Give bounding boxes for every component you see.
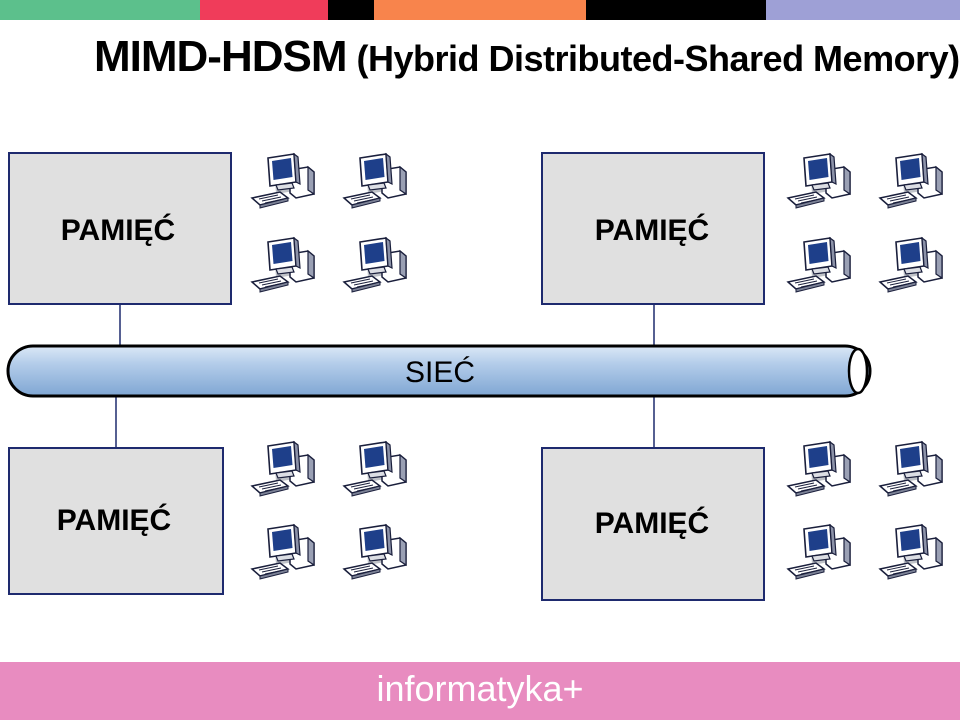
top-color-bar bbox=[0, 0, 960, 20]
slide-title: MIMD-HDSM(Hybrid Distributed-Shared Memo… bbox=[94, 32, 960, 82]
computer-icon bbox=[879, 153, 943, 209]
memory-box bbox=[8, 152, 232, 305]
title-main: MIMD-HDSM bbox=[94, 32, 348, 81]
computer-icon bbox=[251, 237, 315, 293]
memory-node-bottom-left: PAMIĘĆ bbox=[8, 447, 224, 595]
color-stripe-green bbox=[0, 0, 200, 20]
network-label: SIEĆ bbox=[405, 356, 475, 389]
computer-icon bbox=[343, 524, 407, 580]
color-stripe-black bbox=[328, 0, 374, 20]
memory-box bbox=[8, 447, 224, 595]
computer-icon bbox=[343, 153, 407, 209]
computer-icon bbox=[879, 237, 943, 293]
network-bus-end bbox=[847, 347, 869, 395]
computer-icon bbox=[787, 524, 851, 580]
processor-cluster-top-right bbox=[787, 153, 943, 293]
computer-icon bbox=[787, 153, 851, 209]
memory-label: PAMIĘĆ bbox=[595, 213, 709, 247]
network-bus: SIEĆ bbox=[6, 344, 872, 398]
computer-icon bbox=[251, 524, 315, 580]
color-stripe-red bbox=[200, 0, 328, 20]
processor-cluster-bottom-left bbox=[251, 441, 407, 580]
computer-icon bbox=[879, 441, 943, 497]
memory-node-top-left: PAMIĘĆ bbox=[8, 152, 232, 305]
computer-icon bbox=[787, 441, 851, 497]
processor-cluster-bottom-right bbox=[787, 441, 943, 580]
footer-bar: informatyka+ bbox=[0, 662, 960, 720]
memory-box bbox=[541, 447, 765, 601]
computer-icon bbox=[251, 153, 315, 209]
computer-icon bbox=[879, 524, 943, 580]
title-subtitle: (Hybrid Distributed-Shared Memory) bbox=[356, 38, 960, 79]
memory-label: PAMIĘĆ bbox=[57, 503, 171, 537]
computer-icon bbox=[251, 441, 315, 497]
footer-logo-text: informatyka+ bbox=[376, 668, 584, 709]
color-stripe-lavender bbox=[766, 0, 960, 20]
memory-node-bottom-right: PAMIĘĆ bbox=[541, 447, 765, 601]
memory-node-top-right: PAMIĘĆ bbox=[541, 152, 765, 305]
memory-box bbox=[541, 152, 765, 305]
computer-icon bbox=[787, 237, 851, 293]
processor-cluster-top-left bbox=[251, 153, 407, 293]
color-stripe-orange bbox=[374, 0, 586, 20]
memory-label: PAMIĘĆ bbox=[595, 506, 709, 540]
memory-label: PAMIĘĆ bbox=[61, 213, 175, 247]
computer-icon bbox=[343, 237, 407, 293]
computer-icon bbox=[343, 441, 407, 497]
color-stripe-black-2 bbox=[586, 0, 766, 20]
